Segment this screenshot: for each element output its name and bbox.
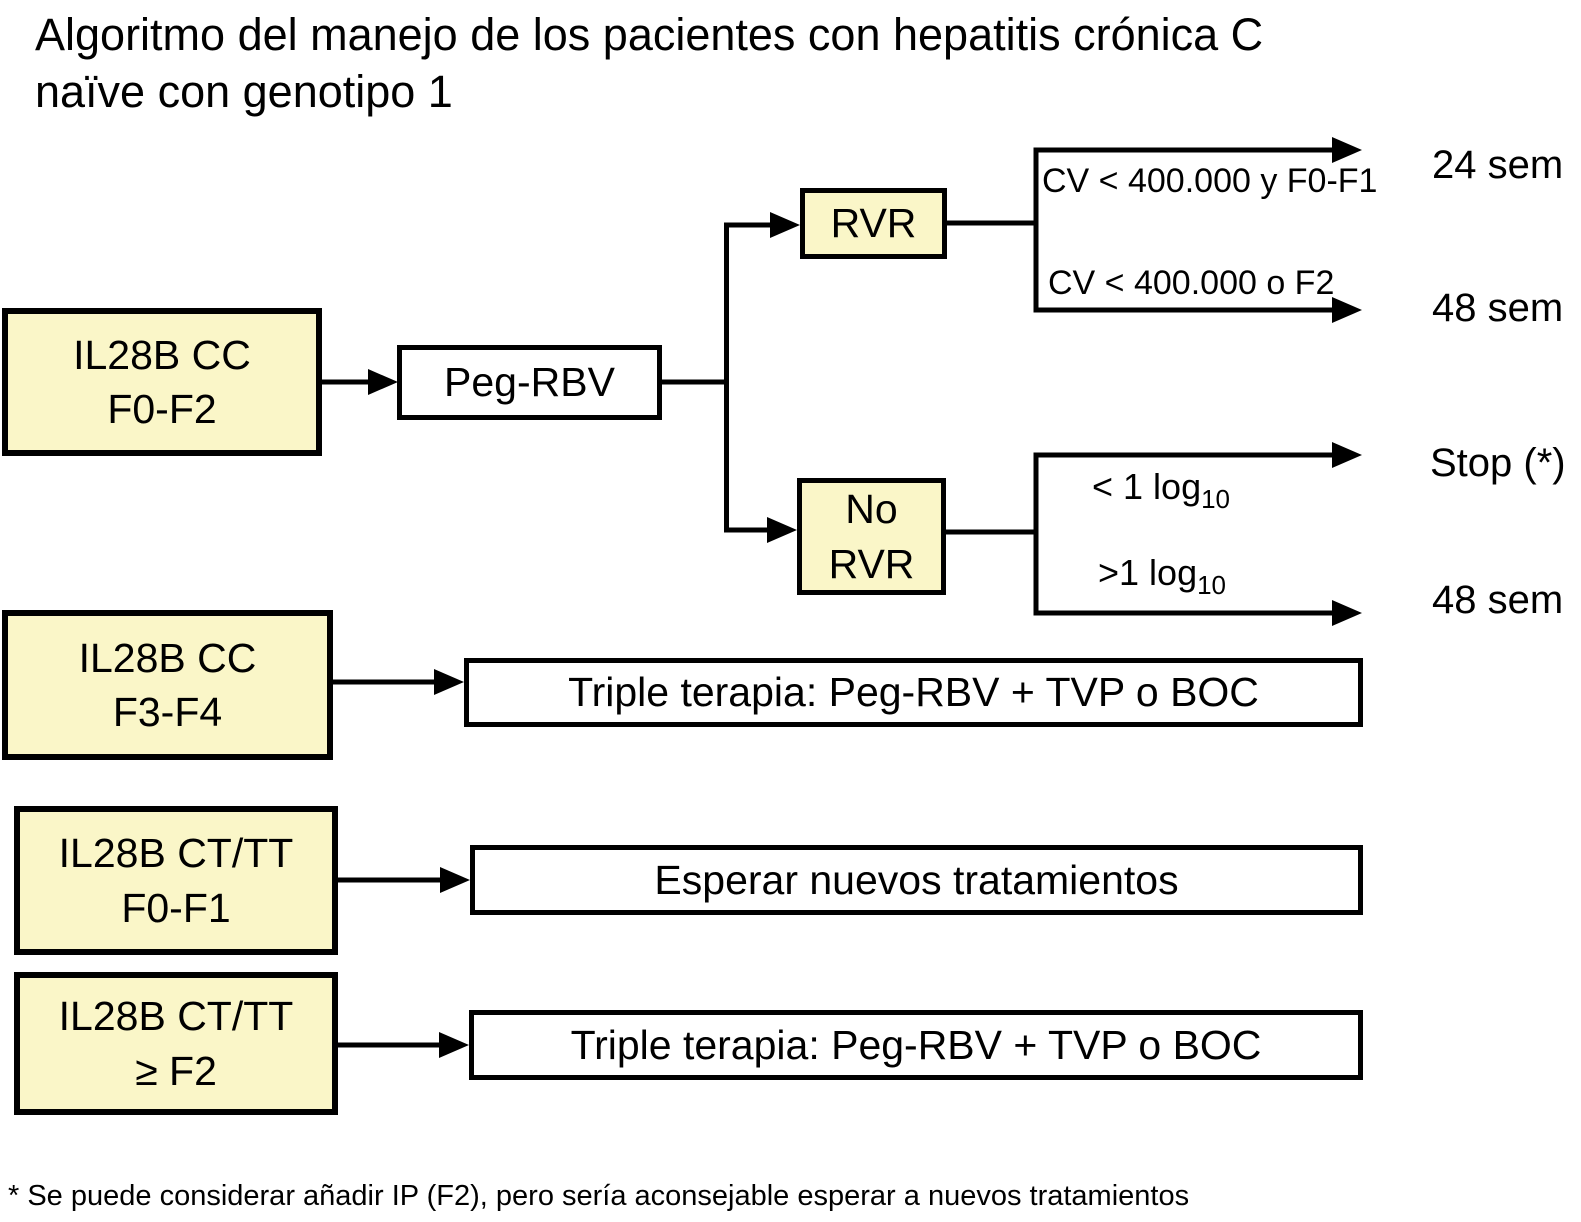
node-il28b-cttt-f0f1-line2: F0-F1 xyxy=(121,884,231,931)
node-no-rvr-line1: No xyxy=(845,486,898,533)
page-title-line1: Algoritmo del manejo de los pacientes co… xyxy=(35,9,1264,60)
node-esperar: Esperar nuevos tratamientos xyxy=(470,845,1363,915)
node-triple-terapia-cttt-label: Triple terapia: Peg-RBV + TVP o BOC xyxy=(570,1021,1262,1068)
node-peg-rbv-label: Peg-RBV xyxy=(444,359,615,406)
branch-label-no-rvr-bottom: >1 log10 xyxy=(1098,552,1226,598)
node-il28b-cttt-f0f1-line1: IL28B CT/TT xyxy=(58,830,294,877)
node-il28b-cc-f0f2-line2: F0-F2 xyxy=(107,386,217,432)
node-triple-terapia-cc-label: Triple terapia: Peg-RBV + TVP o BOC xyxy=(568,669,1259,716)
node-il28b-cc-f3f4-line2: F3-F4 xyxy=(112,689,223,735)
outcome-no-rvr-top: Stop (*) xyxy=(1430,441,1566,485)
node-il28b-cc-f0f2-line1: IL28B CC xyxy=(73,331,251,378)
node-triple-terapia-cc: Triple terapia: Peg-RBV + TVP o BOC xyxy=(464,658,1363,727)
branch-label-rvr-top: CV < 400.000 y F0-F1 xyxy=(1042,162,1378,200)
node-il28b-cttt-f0f1: IL28B CT/TT F0-F1 xyxy=(14,806,338,955)
page-title: Algoritmo del manejo de los pacientes co… xyxy=(35,6,1263,120)
page-title-line2: naïve con genotipo 1 xyxy=(35,66,453,117)
node-triple-terapia-cttt: Triple terapia: Peg-RBV + TVP o BOC xyxy=(469,1010,1363,1080)
node-rvr-label: RVR xyxy=(830,200,917,247)
node-esperar-label: Esperar nuevos tratamientos xyxy=(654,856,1179,903)
node-il28b-cc-f3f4: IL28B CC F3-F4 xyxy=(2,610,333,760)
node-no-rvr-line2: RVR xyxy=(828,540,915,587)
branch-label-rvr-bottom: CV < 400.000 o F2 xyxy=(1048,264,1335,302)
branch-label-no-rvr-top: < 1 log10 xyxy=(1092,466,1230,512)
node-rvr: RVR xyxy=(800,188,947,259)
footnote: * Se puede considerar añadir IP (F2), pe… xyxy=(8,1180,1190,1212)
node-no-rvr: No RVR xyxy=(797,478,946,595)
branch-label-no-rvr-top-sub: 10 xyxy=(1201,484,1231,515)
node-il28b-cttt-gef2: IL28B CT/TT ≥ F2 xyxy=(14,972,338,1115)
outcome-rvr-bottom: 48 sem xyxy=(1432,286,1564,330)
node-il28b-cttt-gef2-line1: IL28B CT/TT xyxy=(58,993,294,1040)
node-il28b-cttt-gef2-line2: ≥ F2 xyxy=(135,1047,217,1094)
branch-label-no-rvr-top-main: < 1 log xyxy=(1092,466,1202,507)
branch-label-no-rvr-bottom-main: >1 log xyxy=(1098,552,1198,593)
outcome-rvr-top: 24 sem xyxy=(1432,143,1564,187)
node-il28b-cc-f3f4-line1: IL28B CC xyxy=(78,634,257,681)
node-il28b-cc-f0f2: IL28B CC F0-F2 xyxy=(2,308,322,456)
branch-label-no-rvr-bottom-sub: 10 xyxy=(1197,570,1227,601)
outcome-no-rvr-bottom: 48 sem xyxy=(1432,578,1564,622)
node-peg-rbv: Peg-RBV xyxy=(397,345,662,420)
